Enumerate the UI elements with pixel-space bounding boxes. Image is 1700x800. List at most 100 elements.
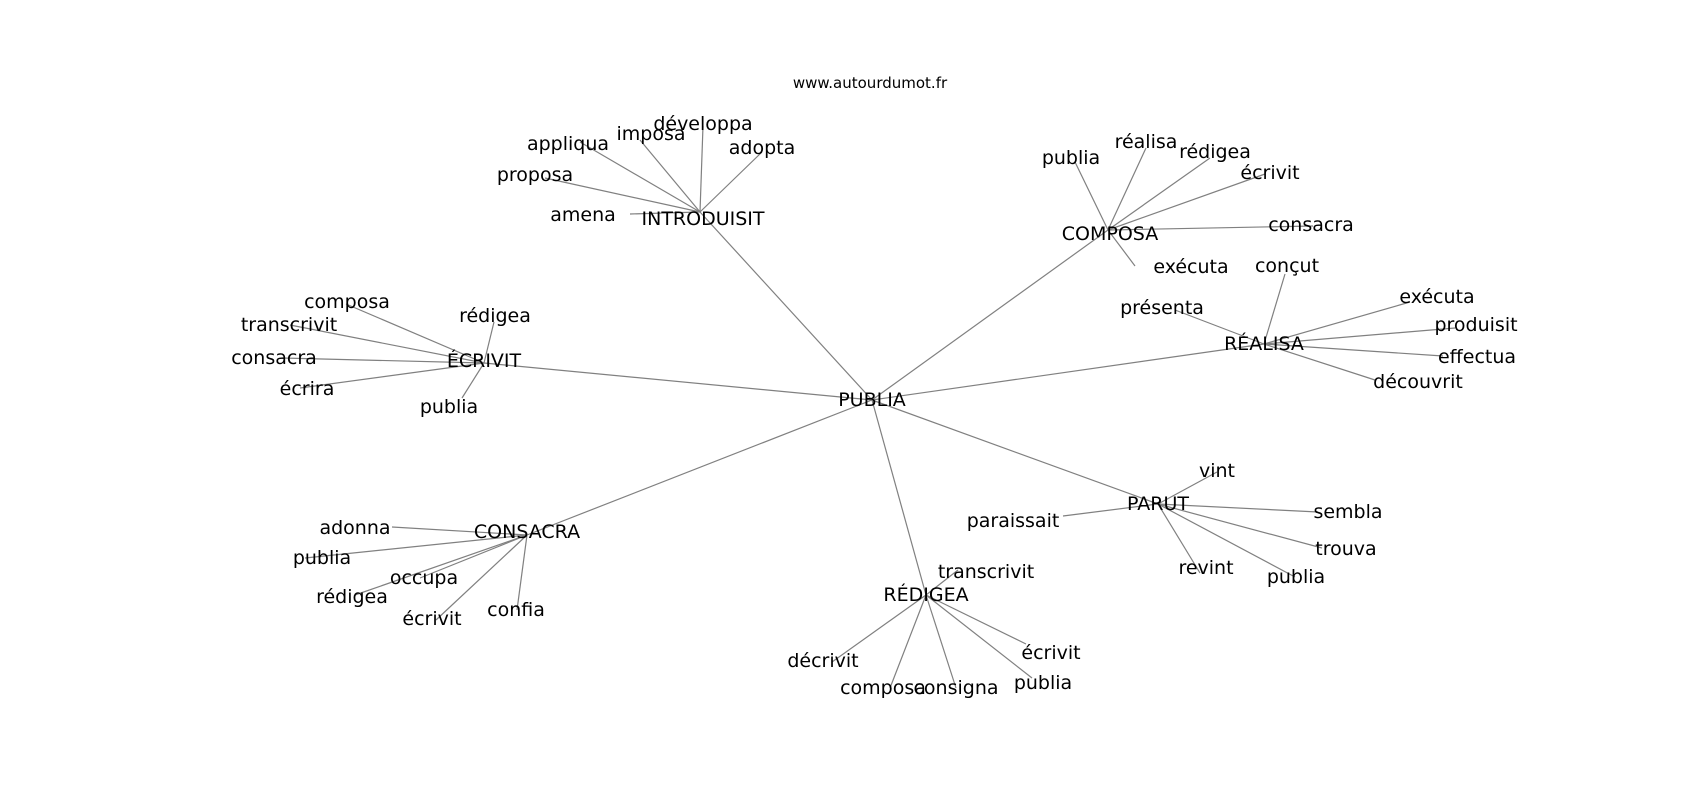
edge-hub-to-word bbox=[629, 211, 701, 215]
watermark: www.autourdumot.fr bbox=[793, 74, 948, 92]
word-node[interactable]: vint bbox=[1199, 460, 1235, 482]
word-node[interactable]: écrivit bbox=[1021, 642, 1080, 664]
hub-node[interactable]: ÉCRIVIT bbox=[447, 349, 522, 372]
edge-hub-to-word bbox=[345, 303, 485, 364]
word-node[interactable]: adopta bbox=[729, 137, 795, 159]
edge-hub-to-word bbox=[639, 139, 701, 213]
edge-hub-to-word bbox=[544, 177, 701, 213]
word-node[interactable]: imposa bbox=[616, 123, 685, 145]
edge-hub-to-word bbox=[1107, 173, 1266, 231]
edge-hub-to-word bbox=[304, 534, 528, 559]
word-node[interactable]: paraissait bbox=[967, 510, 1060, 532]
word-node[interactable]: confia bbox=[487, 599, 545, 621]
edge-hub-to-word bbox=[1263, 327, 1456, 345]
word-node[interactable]: composa bbox=[304, 291, 390, 313]
edge-hub-to-word bbox=[461, 362, 485, 399]
edge-hub-to-word bbox=[435, 534, 528, 621]
edge-hub-to-word bbox=[391, 526, 528, 536]
word-node[interactable]: composa bbox=[840, 677, 926, 699]
hub-node[interactable]: RÉALISA bbox=[1224, 332, 1304, 355]
edge-center-to-hub bbox=[483, 362, 873, 401]
word-node[interactable]: consacra bbox=[231, 347, 317, 369]
edge-hub-to-word bbox=[925, 594, 1027, 645]
edge-hub-to-word bbox=[925, 594, 1033, 679]
edge-hub-to-word bbox=[1263, 343, 1444, 357]
word-node[interactable]: publia bbox=[1014, 672, 1072, 694]
edge-hub-to-word bbox=[1157, 503, 1323, 549]
word-node[interactable]: présenta bbox=[1120, 297, 1204, 319]
hub-node[interactable]: CONSACRA bbox=[474, 521, 580, 543]
edge-center-to-hub bbox=[871, 229, 1109, 401]
word-node[interactable]: occupa bbox=[390, 567, 458, 589]
word-node[interactable]: écrivit bbox=[402, 608, 461, 630]
word-node[interactable]: transcrivit bbox=[938, 561, 1034, 583]
word-node[interactable]: rédigea bbox=[316, 586, 388, 608]
edge-hub-to-word bbox=[1074, 161, 1109, 231]
word-node[interactable]: revint bbox=[1178, 557, 1233, 579]
edge-hub-to-word bbox=[925, 569, 959, 596]
word-node[interactable]: écrira bbox=[280, 378, 335, 400]
word-node[interactable]: exécuta bbox=[1399, 286, 1474, 308]
edge-hub-to-word bbox=[699, 125, 704, 213]
word-node[interactable]: publia bbox=[420, 396, 478, 418]
edge-hub-to-word bbox=[1174, 309, 1265, 345]
edge-hub-to-word bbox=[925, 594, 957, 689]
word-node[interactable]: trouva bbox=[1315, 538, 1376, 560]
word-node[interactable]: réalisa bbox=[1115, 131, 1178, 153]
word-node[interactable]: publia bbox=[1267, 566, 1325, 588]
hub-node[interactable]: PARUT bbox=[1127, 493, 1189, 515]
edge-hub-to-word bbox=[1062, 503, 1159, 517]
word-node[interactable]: sembla bbox=[1313, 501, 1382, 523]
edge-center-to-hub bbox=[526, 399, 873, 536]
word-node[interactable]: produisit bbox=[1434, 314, 1517, 336]
word-node[interactable]: écrivit bbox=[1240, 162, 1299, 184]
edge-center-to-hub bbox=[871, 399, 1159, 505]
edge-hub-to-word bbox=[299, 362, 485, 389]
edge-center-to-hub bbox=[871, 399, 927, 596]
word-node[interactable]: rédigea bbox=[1179, 141, 1251, 163]
edge-hub-to-word bbox=[354, 534, 528, 596]
edge-hub-to-word bbox=[1263, 301, 1411, 345]
edge-hub-to-word bbox=[1157, 503, 1296, 578]
hub-node[interactable]: INTRODUISIT bbox=[642, 208, 765, 230]
edge-center-to-hub bbox=[699, 211, 873, 401]
edge-hub-to-word bbox=[889, 594, 927, 689]
word-node[interactable]: consigna bbox=[913, 677, 998, 699]
edge-hub-to-word bbox=[1157, 503, 1201, 574]
edge-hub-to-word bbox=[1107, 229, 1136, 267]
center-node[interactable]: PUBLIA bbox=[838, 389, 906, 411]
hub-node[interactable]: RÉDIGEA bbox=[883, 583, 968, 606]
word-node[interactable]: développa bbox=[653, 113, 752, 135]
edge-hub-to-word bbox=[1157, 503, 1319, 513]
word-node[interactable]: appliqua bbox=[527, 133, 609, 155]
word-node[interactable]: publia bbox=[293, 547, 351, 569]
word-node[interactable]: adonna bbox=[319, 517, 390, 539]
edge-hub-to-word bbox=[1157, 471, 1218, 505]
edge-hub-to-word bbox=[699, 151, 763, 213]
word-node[interactable]: transcrivit bbox=[241, 314, 337, 336]
word-node[interactable]: décrivit bbox=[787, 650, 858, 672]
word-node[interactable]: proposa bbox=[497, 164, 573, 186]
word-node[interactable]: effectua bbox=[1438, 346, 1516, 368]
edge-hub-to-word bbox=[483, 321, 495, 364]
edge-hub-to-word bbox=[1263, 273, 1286, 345]
hub-node[interactable]: COMPOSA bbox=[1062, 223, 1158, 245]
graph-edges bbox=[281, 125, 1456, 689]
edge-hub-to-word bbox=[516, 534, 528, 611]
edge-hub-to-word bbox=[831, 594, 927, 663]
edge-hub-to-word bbox=[1107, 147, 1147, 231]
word-node[interactable]: consacra bbox=[1268, 214, 1354, 236]
word-node[interactable]: exécuta bbox=[1153, 256, 1228, 278]
word-node[interactable]: conçut bbox=[1255, 255, 1319, 277]
word-node[interactable]: publia bbox=[1042, 147, 1100, 169]
edge-hub-to-word bbox=[289, 324, 485, 364]
edge-hub-to-word bbox=[419, 534, 528, 579]
edge-hub-to-word bbox=[281, 357, 485, 364]
word-node[interactable]: amena bbox=[550, 204, 616, 226]
word-node[interactable]: découvrit bbox=[1373, 371, 1463, 393]
edge-hub-to-word bbox=[1107, 225, 1314, 231]
edge-hub-to-word bbox=[579, 141, 701, 213]
edge-hub-to-word bbox=[1107, 157, 1211, 231]
word-node[interactable]: rédigea bbox=[459, 305, 531, 327]
